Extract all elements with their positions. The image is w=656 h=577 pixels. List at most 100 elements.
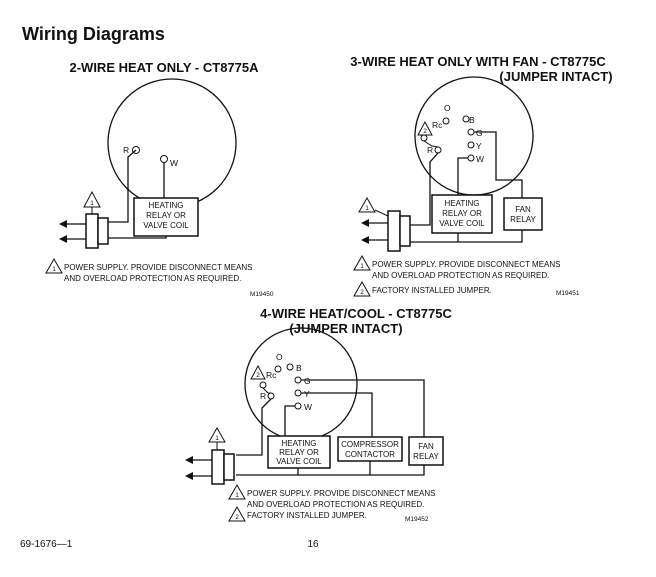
wire-r [236,398,272,456]
terminal-r-label: R [427,145,433,155]
diagram-title: 4-WIRE HEAT/COOL - CT8775C [260,306,452,321]
terminal-rc-screw [420,134,428,142]
figure-code: M19451 [556,290,580,297]
svg-text:POWER SUPPLY. PROVIDE DISCONN: POWER SUPPLY. PROVIDE DISCONNECT MEANS [372,260,560,269]
page-title: Wiring Diagrams [22,24,165,44]
heating-relay-label: VALVE COIL [276,457,322,466]
note-1: 1 POWER SUPPLY. PROVIDE DISCONNECT MEANS… [228,483,435,509]
wire-return [236,464,425,476]
heating-relay-box [267,435,331,469]
note-1: 1 POWER SUPPLY. PROVIDE DISCONNECT MEANS… [353,254,560,280]
callout-triangle-1: 1 [83,190,101,214]
svg-text:FACTORY INSTALLED JUMPER.: FACTORY INSTALLED JUMPER. [247,511,367,520]
terminal-rc-screw [259,381,267,389]
terminal-o-label: O [276,352,283,362]
svg-text:2: 2 [235,514,239,521]
svg-text:1: 1 [90,200,94,207]
factory-jumper [423,140,439,148]
terminal-r-label: R [123,145,129,155]
heating-relay-box [431,194,493,234]
svg-text:2: 2 [360,289,364,296]
terminal-y-label: Y [304,389,310,399]
svg-text:AND OVERLOAD PROTECTION AS REQ: AND OVERLOAD PROTECTION AS REQUIRED. [247,500,424,509]
fan-relay-label: FAN [515,205,531,214]
figure-code: M19452 [405,516,429,523]
note-2: 2 FACTORY INSTALLED JUMPER. [353,280,492,297]
document-number: 69-1676—1 [20,539,73,550]
fan-relay-box [408,436,444,466]
terminal-w-screw [160,155,168,163]
wire-r [410,152,439,226]
compressor-contactor-label: COMPRESSOR [341,440,399,449]
page-number: 16 [307,539,319,550]
terminal-o-screw [442,117,450,125]
wire-w [457,157,468,195]
compressor-contactor-box [337,436,403,462]
terminal-r-screw [267,392,275,400]
wire-y [301,392,373,438]
callout-triangle-1: 1 [358,196,389,217]
terminal-rc-label: Rc [432,120,443,130]
heating-relay-label: RELAY OR [146,211,186,220]
terminal-w-label: W [170,158,178,168]
diagram-title: 3-WIRE HEAT ONLY WITH FAN - CT8775C [350,54,606,69]
terminal-y-screw [294,389,302,397]
heating-relay-label: RELAY OR [442,209,482,218]
fan-relay-label: FAN [418,442,434,451]
power-supply-transformer [59,213,109,249]
svg-text:FACTORY INSTALLED JUMPER.: FACTORY INSTALLED JUMPER. [372,286,492,295]
diagram-title: 2-WIRE HEAT ONLY - CT8775A [69,60,259,75]
diagram-title: (JUMPER INTACT) [289,321,402,336]
thermostat-circle [107,78,237,208]
heating-relay-label: HEATING [149,201,184,210]
terminal-b-screw [286,363,294,371]
note-1: 1 POWER SUPPLY. PROVIDE DISCONNECT MEANS… [45,257,252,283]
svg-text:1: 1 [360,263,364,270]
jumper-marker-2: 2 [250,364,266,380]
compressor-contactor-label: CONTACTOR [345,450,395,459]
terminal-g-label: G [476,128,483,138]
heating-relay-label: RELAY OR [279,448,319,457]
svg-text:1: 1 [215,435,219,442]
callout-triangle-1: 1 [208,426,226,450]
terminal-g-label: G [304,376,311,386]
fan-relay-label: RELAY [413,452,439,461]
wire-g [301,379,425,438]
diagram-4-wire-heat-cool: 4-WIRE HEAT/COOL - CT8775C (JUMPER INTAC… [185,306,452,523]
terminal-o-label: O [444,103,451,113]
svg-text:AND OVERLOAD PROTECTION AS REQ: AND OVERLOAD PROTECTION AS REQUIRED. [372,271,549,280]
fan-relay-label: RELAY [510,215,536,224]
svg-text:POWER SUPPLY. PROVIDE DISCONN: POWER SUPPLY. PROVIDE DISCONNECT MEANS [247,489,435,498]
terminal-g-screw [467,128,475,136]
heating-relay-label: HEATING [445,199,480,208]
svg-text:1: 1 [235,492,239,499]
svg-text:2: 2 [256,372,260,379]
wire-r [108,149,137,223]
svg-text:2: 2 [423,128,427,135]
heating-relay-label: VALVE COIL [143,221,189,230]
diagram-title: (JUMPER INTACT) [499,69,612,84]
terminal-o-screw [274,365,282,373]
figure-code: M19450 [250,291,274,298]
terminal-r-label: R [260,391,266,401]
heating-relay-label: VALVE COIL [439,219,485,228]
diagram-3-wire-heat-with-fan: 3-WIRE HEAT ONLY WITH FAN - CT8775C (JUM… [350,54,612,297]
terminal-w-screw [467,154,475,162]
fan-relay-box [503,197,543,231]
terminal-w-label: W [304,402,312,412]
svg-text:POWER SUPPLY. PROVIDE DISCONNE: POWER SUPPLY. PROVIDE DISCONNECT MEANS [64,263,252,272]
wire-w [284,405,295,437]
power-supply-transformer [185,449,235,485]
wire-g [474,131,523,198]
jumper-marker-2: 2 [417,120,433,136]
heating-relay-label: HEATING [282,439,317,448]
factory-jumper [262,387,271,394]
wire-return [410,230,523,243]
terminal-b-label: B [469,115,475,125]
terminal-rc-label: Rc [266,370,277,380]
thermostat-circle [414,76,534,196]
svg-text:AND OVERLOAD PROTECTION AS REQ: AND OVERLOAD PROTECTION AS REQUIRED. [64,274,241,283]
svg-text:1: 1 [365,205,369,212]
terminal-g-screw [294,376,302,384]
